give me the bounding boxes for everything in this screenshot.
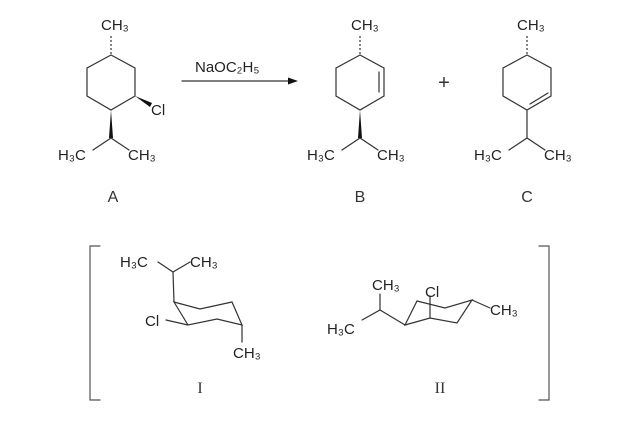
right-bracket: [538, 245, 550, 401]
isopropyl-bonds: [157, 261, 191, 273]
isopropyl-bonds: [361, 309, 406, 326]
wedge-bond: [358, 110, 362, 138]
methyl-label: CH₃: [544, 147, 572, 164]
single-bond: [471, 299, 491, 309]
methyl-label: CH₃: [377, 147, 405, 164]
isopropyl-bonds: [92, 137, 130, 151]
molecule-c: CH₃ H₃C CH₃ C: [474, 17, 572, 206]
conformer-label-i: I: [197, 380, 202, 397]
wedge-bond: [109, 110, 113, 138]
methyl-label: H₃C: [120, 254, 148, 271]
conformer-label-ii: II: [435, 380, 446, 397]
methyl-label: CH₃: [372, 277, 400, 294]
cyclohexene-ring: [502, 54, 552, 111]
cyclohexene-ring: [335, 54, 385, 111]
chloro-label: Cl: [145, 313, 159, 330]
wedge-bond: [135, 96, 152, 107]
single-bond: [165, 319, 189, 326]
compound-label-c: C: [521, 189, 533, 206]
chair-ring: [172, 301, 244, 326]
methyl-label: H₃C: [58, 147, 86, 164]
methyl-label: CH₃: [233, 345, 261, 362]
single-bond: [172, 271, 175, 303]
isopropyl-bonds: [341, 137, 379, 151]
conformer-ii: CH₃ H₃C Cl CH₃ II: [327, 277, 518, 397]
methyl-label: H₃C: [307, 147, 335, 164]
double-bond: [529, 92, 549, 105]
methyl-label: H₃C: [474, 147, 502, 164]
methyl-label: CH₃: [490, 302, 518, 319]
methyl-label: CH₃: [128, 147, 156, 164]
chloro-label: Cl: [151, 102, 165, 119]
molecule-a: CH₃ Cl H₃C CH₃ A: [58, 17, 165, 206]
cyclohexane-ring: [86, 54, 136, 111]
molecule-b: CH₃ H₃C CH₃ B: [307, 17, 405, 206]
chair-ring: [403, 298, 474, 326]
methyl-label: CH₃: [351, 17, 379, 34]
compound-label-b: B: [355, 189, 366, 206]
methyl-label: CH₃: [101, 17, 129, 34]
methyl-label: H₃C: [327, 321, 355, 338]
methyl-label: CH₃: [190, 254, 218, 271]
arrow-head-icon: [288, 77, 298, 85]
chloro-label: Cl: [425, 284, 439, 301]
plus-sign: +: [438, 72, 450, 94]
conformer-i: H₃C CH₃ Cl CH₃ I: [120, 254, 261, 397]
reagent-label: NaOC₂H₅: [195, 59, 259, 76]
isopropyl-bonds: [508, 137, 546, 151]
left-bracket: [89, 245, 101, 401]
reaction-arrow: NaOC₂H₅: [181, 59, 298, 85]
methyl-label: CH₃: [517, 17, 545, 34]
compound-label-a: A: [108, 189, 119, 206]
